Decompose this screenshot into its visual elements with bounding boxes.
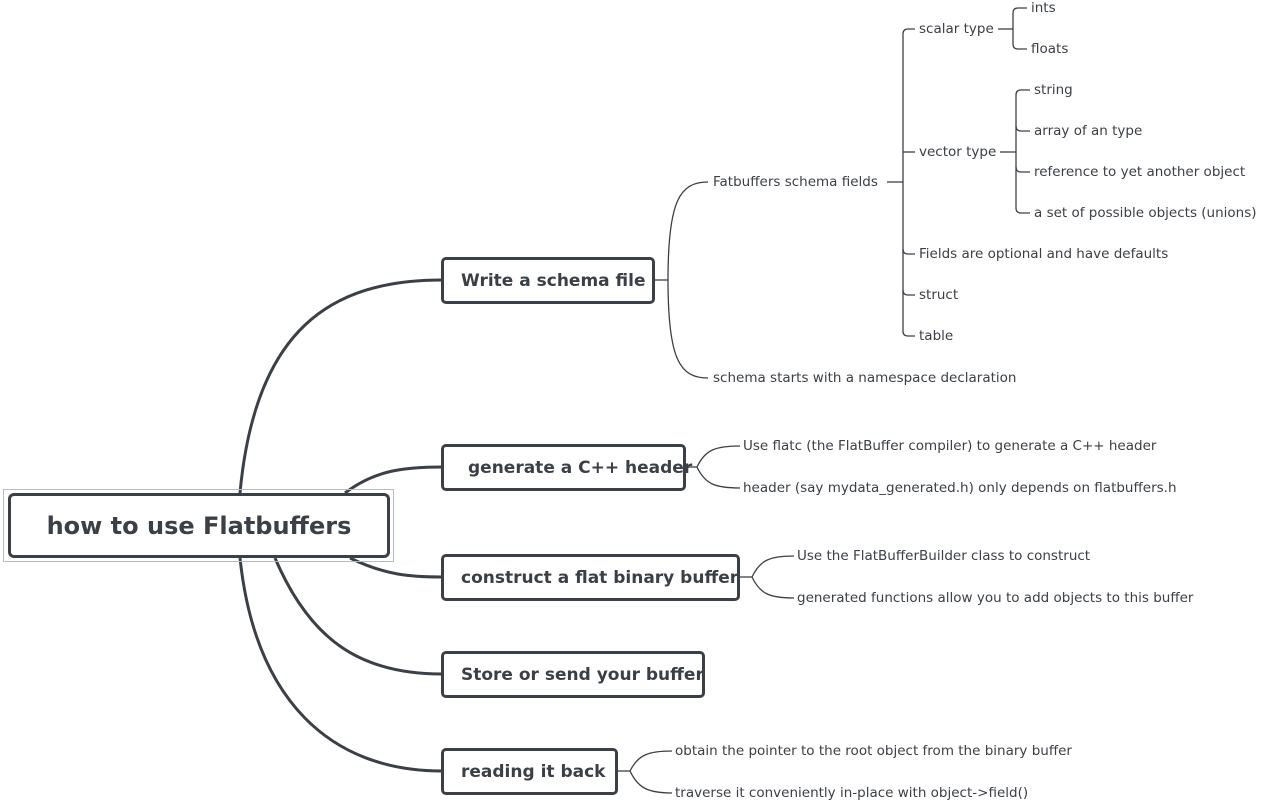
leaf-root-pointer[interactable]: obtain the pointer to the root object fr…	[675, 743, 1072, 759]
connector-root-store	[273, 557, 443, 676]
leaf-header-depends[interactable]: header (say mydata_generated.h) only dep…	[743, 480, 1177, 496]
leaf-optional-defaults[interactable]: Fields are optional and have defaults	[919, 246, 1169, 262]
leaf-traverse[interactable]: traverse it conveniently in-place with o…	[675, 785, 1029, 801]
subtopic-vector-type[interactable]: vector type	[919, 144, 997, 160]
leaf-array[interactable]: array of an type	[1034, 123, 1143, 139]
leaf-table[interactable]: table	[919, 328, 954, 344]
connector-unions	[1015, 207, 1030, 214]
connector-table	[902, 330, 915, 337]
connector-read-1	[629, 750, 673, 772]
connector-root-header	[344, 465, 443, 495]
connector-root-buffer	[349, 556, 443, 579]
topic-reading-back[interactable]: reading it back	[441, 748, 618, 795]
connector-reference	[1015, 166, 1030, 173]
topic-generate-header[interactable]: generate a C++ header	[441, 444, 692, 491]
leaf-reference[interactable]: reference to yet another object	[1034, 164, 1246, 180]
topic-store-send[interactable]: Store or send your buffer	[441, 651, 705, 698]
leaf-string[interactable]: string	[1034, 82, 1073, 98]
subtopic-scalar-type[interactable]: scalar type	[919, 21, 994, 37]
connector-read-2	[629, 770, 673, 794]
connector-string	[1015, 89, 1030, 96]
leaf-use-flatc[interactable]: Use flatc (the FlatBuffer compiler) to g…	[743, 438, 1157, 454]
topic-construct-buffer[interactable]: construct a flat binary buffer	[441, 554, 740, 601]
subtopic-namespace[interactable]: schema starts with a namespace declarati…	[713, 370, 1017, 386]
leaf-builder-class[interactable]: Use the FlatBufferBuilder class to const…	[797, 548, 1091, 564]
connector-schema-fields	[667, 181, 709, 281]
leaf-ints[interactable]: ints	[1031, 0, 1056, 16]
connector-schema-namespace	[667, 279, 709, 379]
connector-struct	[902, 289, 915, 296]
subtopic-schema-fields[interactable]: Fatbuffers schema fields	[713, 174, 878, 190]
connector-header-1	[696, 445, 741, 468]
connector-buffer-2	[751, 576, 795, 599]
connector-floats	[1012, 43, 1027, 50]
connector-array	[1015, 125, 1030, 132]
leaf-floats[interactable]: floats	[1031, 41, 1069, 57]
leaf-struct[interactable]: struct	[919, 287, 959, 303]
connector-buffer-1	[751, 555, 795, 578]
connector-root-read	[238, 557, 443, 773]
topic-write-schema[interactable]: Write a schema file	[441, 257, 655, 304]
leaf-generated-functions[interactable]: generated functions allow you to add obj…	[797, 590, 1194, 606]
connector-root-schema	[238, 278, 443, 494]
leaf-unions[interactable]: a set of possible objects (unions)	[1034, 205, 1257, 221]
connector-scalar	[902, 28, 915, 35]
root-topic[interactable]: how to use Flatbuffers	[8, 493, 390, 558]
connector-ints	[1012, 7, 1027, 14]
root-selection-frame	[3, 489, 394, 562]
connector-header-2	[696, 466, 741, 489]
connector-optional	[902, 248, 915, 255]
